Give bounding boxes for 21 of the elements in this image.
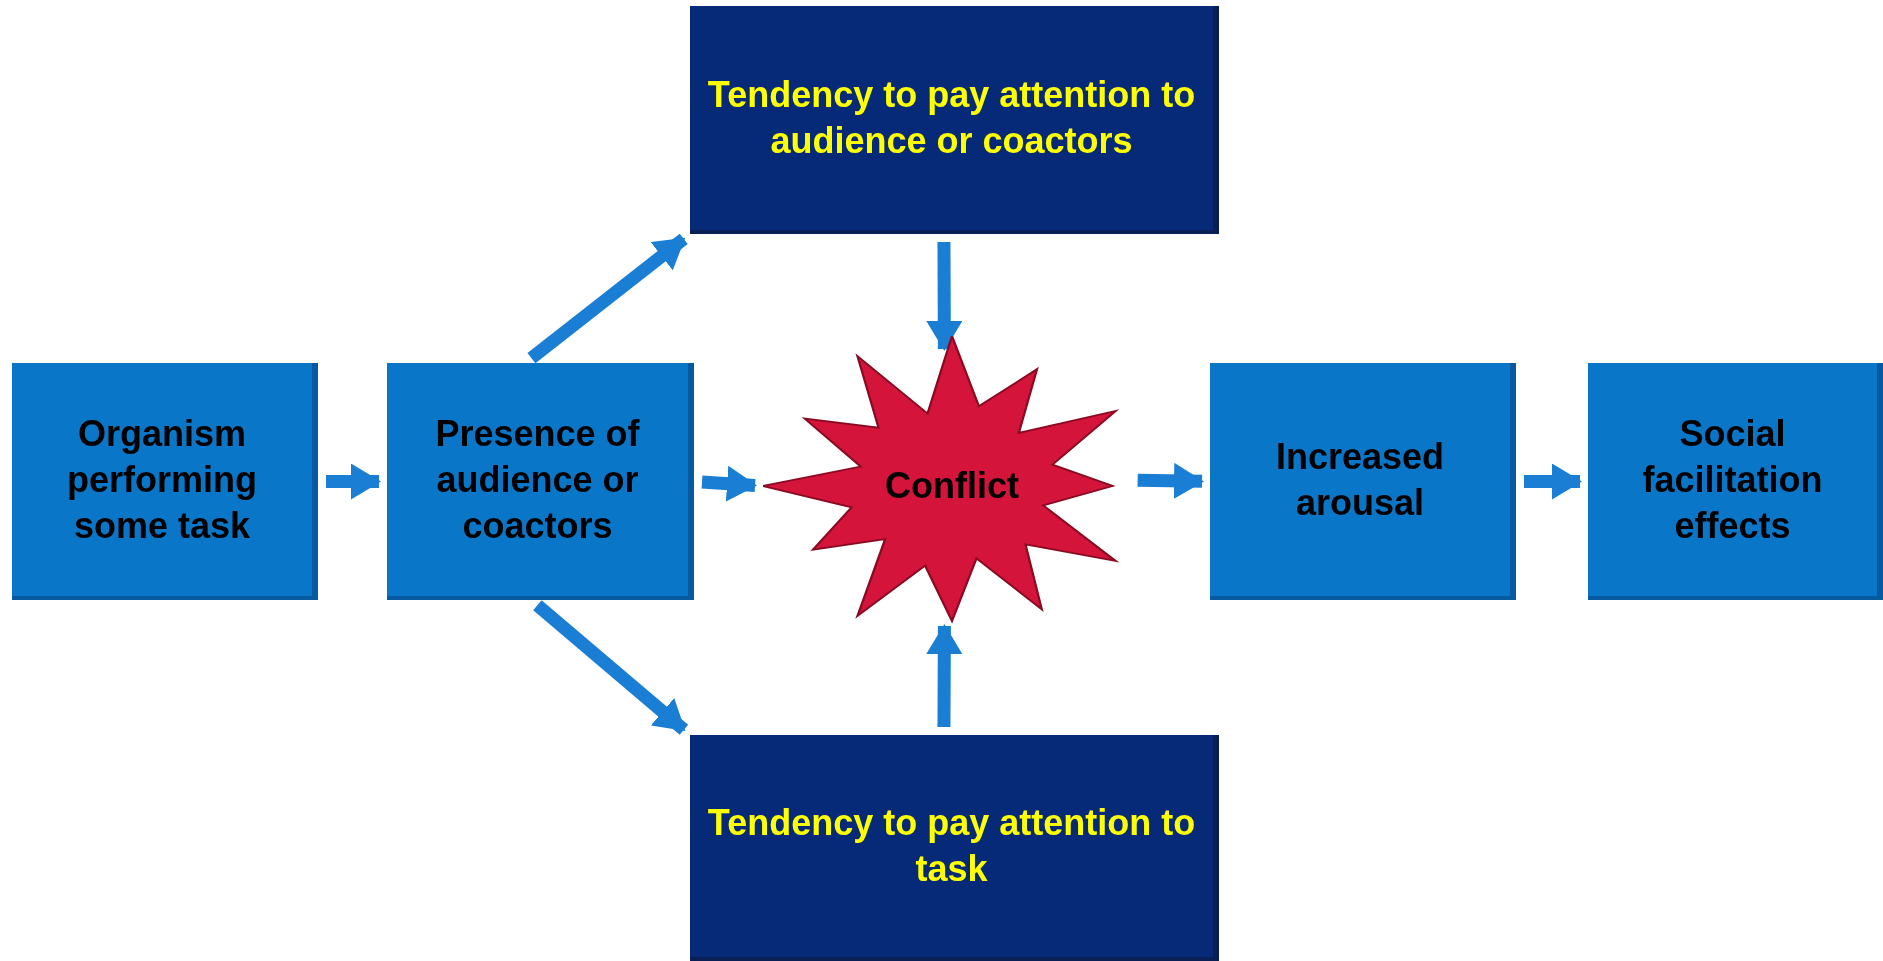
arrow — [533, 600, 689, 735]
process-box — [1210, 363, 1516, 600]
box-label: Tendency to pay attention to audience or coactors — [706, 73, 1197, 163]
process-box — [387, 363, 694, 600]
arrow — [926, 624, 963, 728]
process-box — [690, 735, 1219, 961]
arrow — [527, 233, 688, 364]
process-box — [12, 363, 318, 600]
process-box — [690, 6, 1219, 234]
arrow — [1524, 463, 1582, 500]
box-label: Organism performing some task — [66, 411, 258, 548]
box-label: Tendency to pay attention to task — [706, 801, 1197, 891]
arrow — [1137, 462, 1204, 499]
box-label: Conflict — [885, 464, 1019, 508]
box-label: Social facilitation effects — [1641, 411, 1824, 548]
arrow — [926, 241, 963, 351]
arrow — [326, 463, 381, 500]
box-label: Increased arousal — [1274, 434, 1446, 525]
box-label: Presence of audience or coactors — [434, 411, 641, 548]
arrow — [701, 465, 757, 502]
process-box — [1588, 363, 1883, 600]
